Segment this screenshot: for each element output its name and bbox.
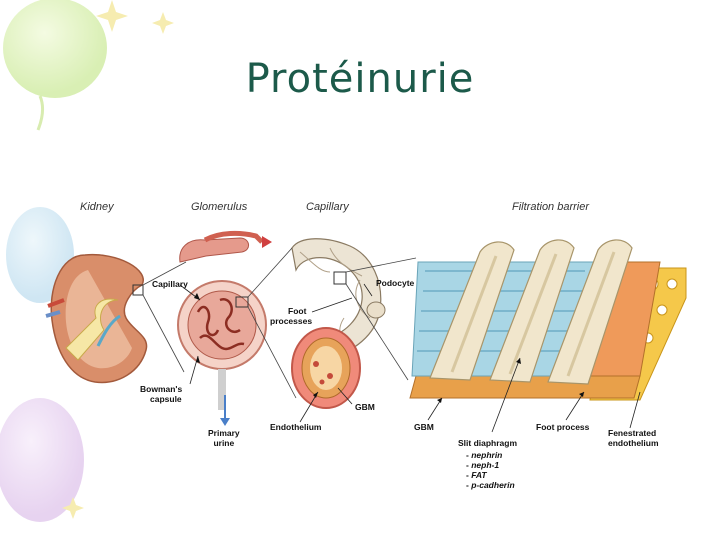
label-podocyte: Podocyte bbox=[376, 278, 415, 288]
label-primary-urine-line1: Primary bbox=[208, 428, 240, 438]
component-item: - nephrin bbox=[466, 450, 503, 460]
slit-diaphragm-components: - nephrin - neph-1 - FAT - p-cadherin bbox=[466, 450, 515, 490]
label-foot-processes-line2: processes bbox=[270, 316, 313, 326]
component-neph-1: neph-1 bbox=[471, 460, 500, 470]
header-filtration-barrier: Filtration barrier bbox=[512, 201, 590, 213]
balloon-green-icon bbox=[3, 0, 107, 131]
label-capillary: Capillary bbox=[152, 279, 188, 289]
component-item: - FAT bbox=[466, 470, 487, 480]
label-fenestrated-line1: Fenestrated bbox=[608, 428, 657, 438]
label-bowmans-capsule: Bowman's capsule bbox=[140, 384, 182, 404]
label-foot-processes: Foot processes bbox=[270, 306, 312, 326]
label-endothelium: Endothelium bbox=[270, 422, 322, 432]
component-nephrin: nephrin bbox=[471, 450, 503, 460]
glomerulus-illustration bbox=[177, 230, 272, 426]
filtration-barrier-illustration bbox=[409, 239, 687, 401]
sparkle-icon bbox=[62, 0, 174, 519]
slide-title: Protéinurie bbox=[245, 56, 475, 102]
label-foot-processes-line1: Foot bbox=[288, 306, 307, 316]
label-gbm-capillary: GBM bbox=[355, 402, 375, 412]
component-item: - neph-1 bbox=[466, 460, 500, 470]
label-primary-urine-line2: urine bbox=[213, 438, 235, 448]
header-capillary: Capillary bbox=[306, 201, 349, 213]
component-p-cadherin: p-cadherin bbox=[471, 480, 515, 490]
component-fat: FAT bbox=[471, 470, 487, 480]
label-bowmans-line1: Bowman's bbox=[140, 384, 183, 394]
header-kidney: Kidney bbox=[80, 201, 114, 213]
zoom-lines bbox=[142, 247, 417, 399]
label-fenestrated-endothelium: Fenestrated endothelium bbox=[608, 428, 659, 448]
component-item: - p-cadherin bbox=[466, 480, 515, 490]
header-glomerulus: Glomerulus bbox=[191, 201, 248, 213]
balloon-purple-icon bbox=[0, 398, 84, 522]
leader-arrowheads bbox=[194, 293, 584, 403]
label-slit-diaphragm: Slit diaphragm bbox=[458, 438, 518, 448]
label-gbm-barrier: GBM bbox=[414, 422, 434, 432]
label-fenestrated-line2: endothelium bbox=[608, 438, 659, 448]
kidney-illustration bbox=[45, 253, 148, 384]
label-bowmans-line2: capsule bbox=[150, 394, 182, 404]
label-foot-process: Foot process bbox=[536, 422, 590, 432]
capillary-illustration bbox=[291, 238, 386, 409]
label-primary-urine: Primary urine bbox=[208, 428, 240, 448]
